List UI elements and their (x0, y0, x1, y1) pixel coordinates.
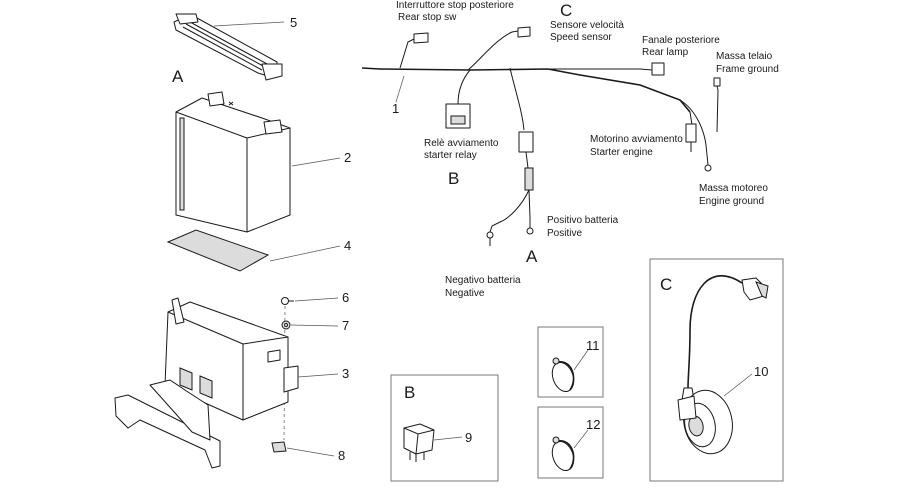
view-letter-c-box: C (660, 275, 672, 294)
callout-2: 2 (344, 150, 351, 165)
label-speed-sensor-en: Speed sensor (550, 32, 612, 43)
label-speed-sensor-it: Sensore velocità (550, 20, 624, 31)
clip (271, 441, 287, 453)
label-starter-relay-it: Relè avviamento (424, 138, 499, 149)
washer (281, 320, 291, 330)
callout-8: 8 (338, 448, 345, 463)
callout-10: 10 (754, 364, 768, 379)
label-starter-engine-it: Motorino avviamento (590, 134, 683, 145)
label-starter-relay-en: starter relay (424, 150, 477, 161)
callout-6: 6 (342, 290, 349, 305)
label-negative-en: Negative (445, 288, 485, 299)
label-rear-stop-en: Rear stop sw (398, 12, 457, 23)
view-letter-a-center: A (526, 247, 538, 266)
view-letter-c-top: C (560, 1, 572, 20)
label-rear-stop-it: Interruttore stop posteriore (396, 0, 514, 11)
detail-box-11 (537, 326, 604, 398)
starter-relay-connector (445, 103, 471, 129)
screw (281, 297, 294, 305)
label-rear-lamp-it: Fanale posteriore (642, 35, 720, 46)
hose-clamp-11 (551, 357, 575, 393)
callout-3: 3 (342, 366, 349, 381)
label-positive-it: Positivo batteria (547, 215, 619, 226)
battery-strap (173, 13, 283, 81)
label-positive-en: Positive (547, 228, 582, 239)
view-letter-a-left: A (172, 67, 184, 86)
view-letter-b-box: B (404, 383, 415, 402)
callout-5: 5 (290, 15, 297, 30)
callout-4: 4 (344, 238, 351, 253)
callout-9: 9 (465, 430, 472, 445)
hose-clamp-12 (551, 436, 575, 472)
detail-box-12 (537, 406, 604, 479)
label-frame-ground-it: Massa telaio (716, 51, 773, 62)
label-starter-engine-en: Starter engine (590, 147, 653, 158)
detail-box-b (390, 374, 499, 482)
speed-sensor (677, 275, 769, 455)
label-engine-ground-it: Massa motoreo (699, 183, 768, 194)
label-engine-ground-en: Engine ground (699, 196, 764, 207)
battery-tray (114, 297, 299, 469)
detail-box-c (649, 258, 784, 482)
battery (175, 91, 291, 233)
label-frame-ground-en: Frame ground (716, 64, 779, 75)
callout-12: 12 (586, 417, 600, 432)
view-letter-b-center: B (448, 169, 459, 188)
callout-11: 11 (586, 338, 600, 353)
callout-1: 1 (392, 101, 399, 116)
wiring-harness (361, 26, 721, 166)
battery-pad (166, 229, 270, 272)
label-negative-it: Negativo batteria (445, 275, 521, 286)
starter-relay (403, 423, 435, 462)
label-rear-lamp-en: Rear lamp (642, 47, 689, 58)
callout-7: 7 (342, 318, 349, 333)
fuse-holder (486, 131, 534, 246)
engine-ground-eyelet (704, 164, 712, 172)
starter-engine-connector (685, 123, 697, 152)
